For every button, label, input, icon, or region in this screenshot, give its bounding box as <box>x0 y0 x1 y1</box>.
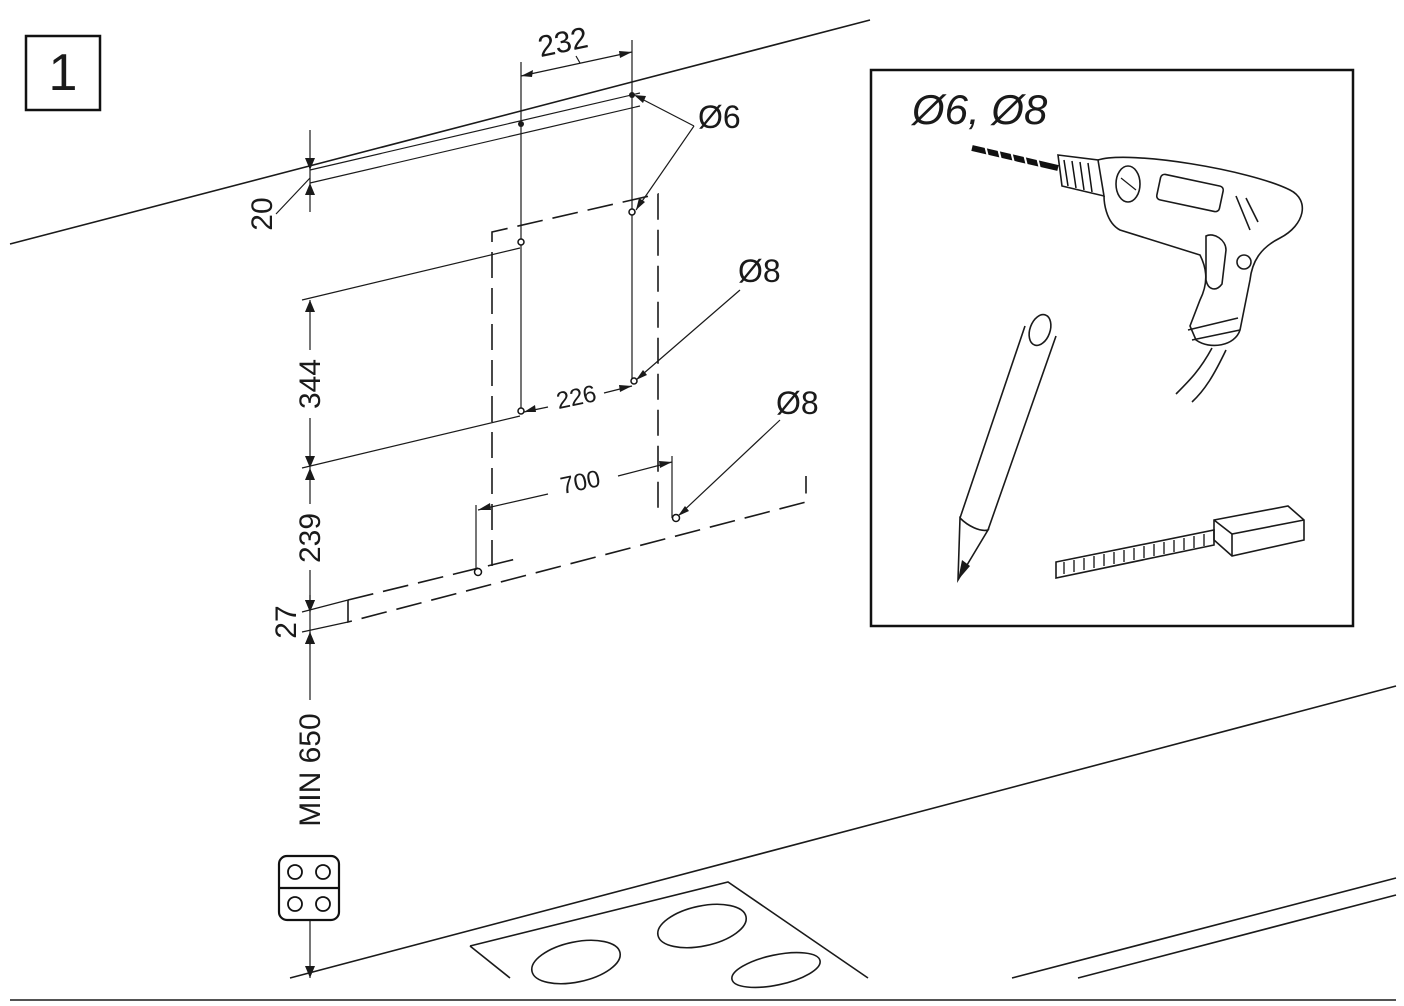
chimney-outline <box>491 192 659 566</box>
hole-middle-label: Ø8 <box>738 253 781 289</box>
dimension-700-label: 700 <box>558 465 603 500</box>
step-number-box: 1 <box>24 34 102 112</box>
dimension-226: 226 <box>523 380 633 415</box>
ceiling-lines <box>9 19 871 245</box>
hole-callout-bottom: Ø8 <box>677 385 819 517</box>
pencil-icon <box>957 313 1057 584</box>
hole-guide-lines <box>517 40 638 415</box>
dimension-232-label: 232 <box>535 21 591 64</box>
dimension-min-650-label: MIN 650 <box>294 713 327 826</box>
dimension-20-label: 20 <box>246 197 279 230</box>
reference-lines <box>301 247 521 633</box>
hood-outline <box>347 456 807 624</box>
dimension-232: 232 <box>520 21 633 77</box>
cooktop-symbol-icon <box>277 854 341 922</box>
drill-sizes-label: Ø6, Ø8 <box>910 86 1048 133</box>
drill-icon <box>971 144 1304 403</box>
cooktop <box>469 881 869 989</box>
tape-measure-icon <box>1055 505 1305 579</box>
hole-callout-middle: Ø8 <box>635 253 781 381</box>
worktop-lines <box>10 685 1397 1001</box>
dimension-344-label: 344 <box>294 359 327 409</box>
dimension-239-label: 239 <box>294 513 327 563</box>
hole-bottom-label: Ø8 <box>776 385 819 421</box>
tools-box: Ø6, Ø8 <box>869 68 1355 628</box>
dimension-700: 700 <box>477 461 673 511</box>
vertical-dimension-chain: 20 344 239 27 MIN 650 <box>246 130 327 978</box>
dimension-226-label: 226 <box>554 380 599 415</box>
step-number: 1 <box>49 44 78 102</box>
hole-top-label: Ø6 <box>698 99 741 135</box>
hole-callout-top: Ø6 <box>634 95 741 211</box>
dimension-27-label: 27 <box>270 605 303 638</box>
